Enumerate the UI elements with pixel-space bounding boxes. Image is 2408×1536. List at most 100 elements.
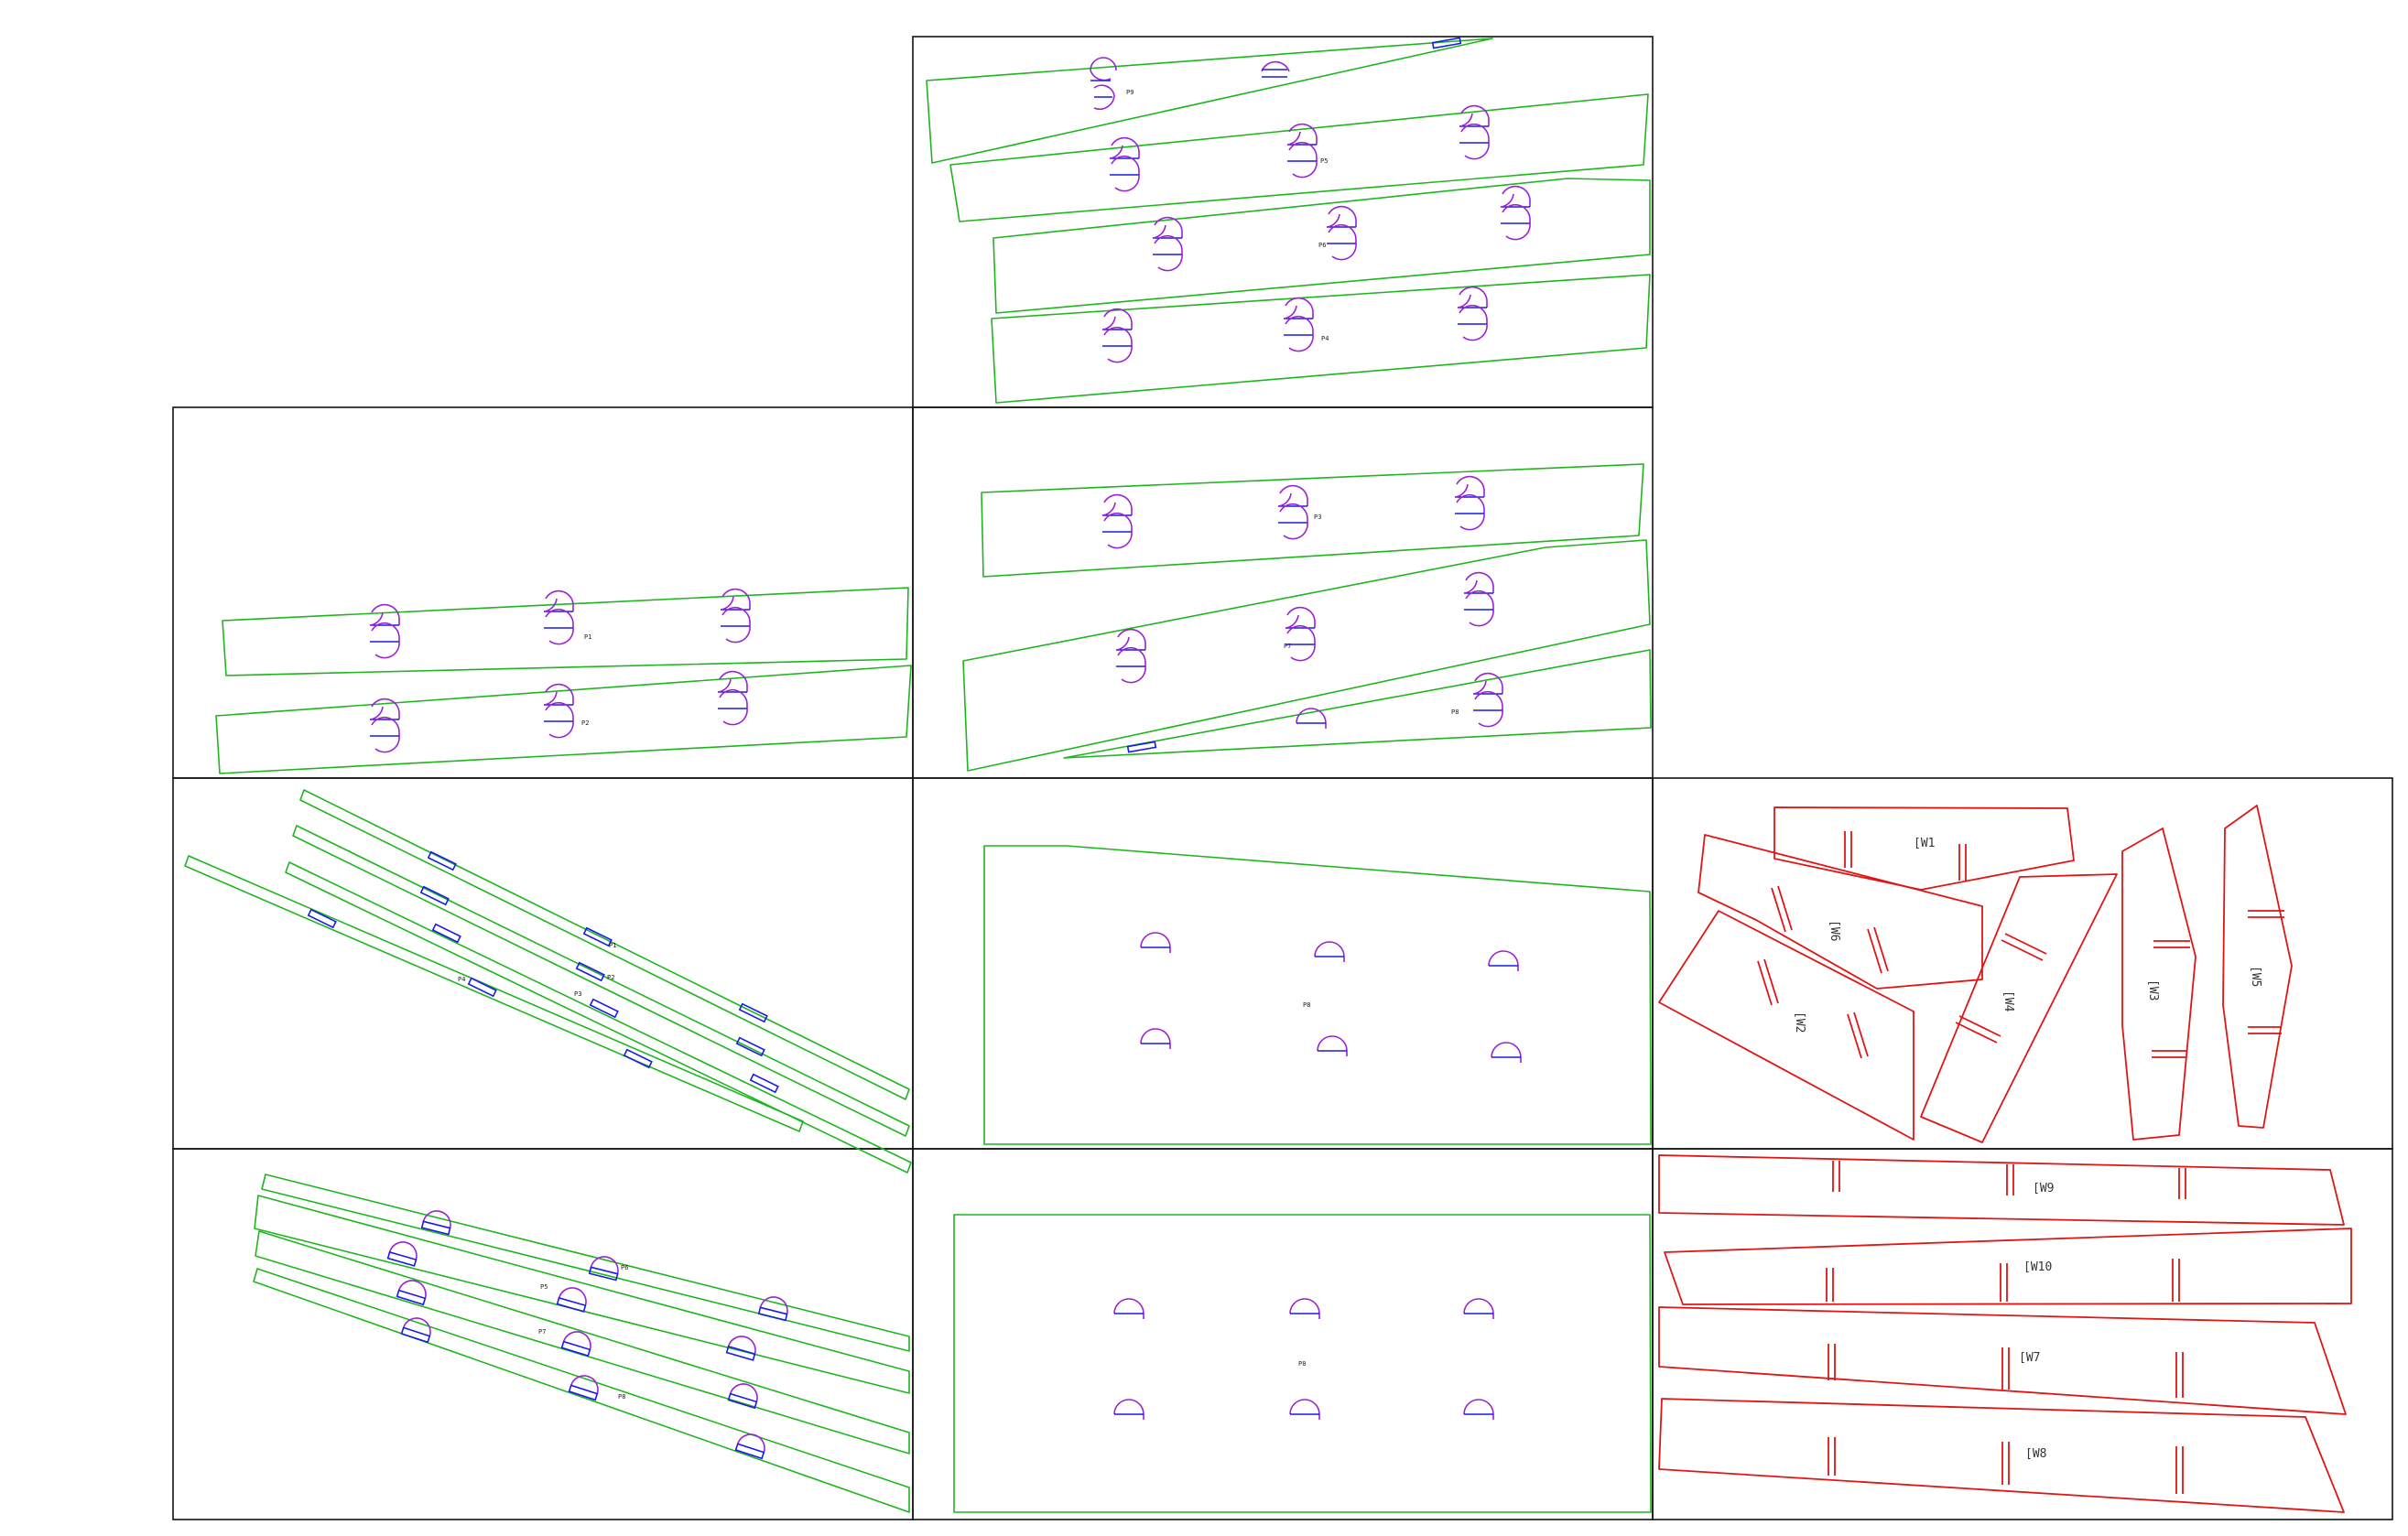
slot-tab	[1431, 37, 1462, 49]
part-label: P5	[1320, 157, 1328, 165]
part-label: P8	[1451, 709, 1459, 716]
hinge-mark	[1454, 475, 1485, 531]
hinge-mark	[369, 698, 400, 753]
rib-part	[1658, 1398, 2345, 1513]
hinge-mark	[720, 588, 751, 644]
slot-tab	[582, 926, 613, 947]
cell-row4-left: P6 P5 P7 P8	[253, 1174, 910, 1513]
rib-part	[2222, 805, 2293, 1129]
strip-part	[184, 855, 804, 1132]
hinge-mark	[734, 1433, 765, 1460]
part-label: P9	[1126, 89, 1133, 96]
rib-label: [W4	[2001, 990, 2015, 1012]
panel-part	[983, 845, 1652, 1145]
hinge-mark	[1463, 571, 1494, 627]
hinge-mark	[1488, 950, 1519, 971]
cell-row3-left: P1 P2 P3 P4	[184, 789, 912, 1174]
slot-tab	[431, 923, 461, 944]
hinge-mark	[386, 1241, 418, 1267]
panel-part	[926, 38, 1493, 164]
panel-part	[992, 178, 1651, 314]
part-label: P1	[609, 942, 616, 949]
part-label: P5	[540, 1283, 548, 1291]
hinge-mark	[556, 1287, 587, 1313]
hinge-mark	[717, 670, 748, 726]
slot-tab	[623, 1048, 653, 1069]
hinge-mark	[568, 1375, 599, 1401]
panel-part	[981, 463, 1644, 578]
slot-tab	[589, 998, 619, 1019]
hinge-mark	[1296, 708, 1327, 729]
hinge-mark	[1463, 1298, 1494, 1319]
hinge-mark	[1101, 493, 1133, 549]
rib-part	[1658, 1154, 2345, 1226]
hinge-mark	[725, 1336, 756, 1361]
cell-row3-mid: P8	[983, 845, 1652, 1145]
part-label: P3	[1314, 514, 1321, 521]
hinge-mark	[1459, 104, 1490, 160]
part-label: P8	[618, 1393, 625, 1401]
cell-frame-row2-mid	[912, 406, 1654, 779]
panel-part	[222, 587, 909, 676]
part-label: P4	[1321, 335, 1329, 342]
slot-tab	[735, 1036, 765, 1057]
hinge-mark	[543, 590, 574, 645]
slot-tab	[738, 1002, 768, 1023]
hinge-mark	[1261, 60, 1290, 78]
panel-part	[962, 539, 1651, 772]
hinge-mark	[1140, 932, 1171, 953]
hinge-mark	[1109, 136, 1140, 192]
hinge-mark	[400, 1317, 431, 1344]
cell-frame-row3-left	[172, 777, 914, 1150]
strip-part	[299, 789, 910, 1100]
hinge-mark	[1115, 628, 1146, 684]
strip-part	[261, 1174, 910, 1352]
hinge-mark	[420, 1210, 451, 1236]
hinge-mark	[1463, 1399, 1494, 1420]
part-label: P3	[574, 990, 581, 998]
strip-part	[285, 861, 912, 1174]
rib-label: [W2	[1793, 1011, 1806, 1033]
hinge-mark	[757, 1296, 788, 1322]
hinge-mark	[588, 1256, 619, 1282]
rib-part	[1658, 1306, 2347, 1415]
hinge-marks-layer	[369, 104, 1531, 1460]
part-label: P2	[607, 974, 614, 981]
panel-part	[215, 665, 912, 774]
cell-row2-mid: P3 P7 P8	[962, 463, 1652, 772]
hinge-mark	[1283, 297, 1314, 352]
hinge-mark	[1101, 308, 1133, 363]
hinge-mark	[1457, 286, 1488, 341]
cell-frame-row3-right	[1652, 777, 2393, 1150]
part-label: P7	[538, 1328, 546, 1336]
cell-top: P9 P5 P6 P4	[926, 37, 1651, 404]
slot-tab	[307, 908, 337, 929]
part-label: P2	[581, 719, 589, 727]
hinge-mark	[369, 603, 400, 659]
hinge-mark	[543, 683, 574, 739]
panel-part	[1063, 649, 1652, 759]
hinge-mark	[1285, 606, 1316, 662]
rib-label: [W6	[1828, 920, 1841, 941]
rib-label: [W10	[2023, 1260, 2052, 1274]
slot-tab	[749, 1073, 779, 1094]
cell-row2-left: P1 P2	[215, 587, 912, 774]
hinge-mark	[1326, 205, 1357, 261]
hinge-mark	[1317, 1035, 1348, 1056]
rib-label: [W5	[2249, 966, 2262, 987]
cell-frame-row3-mid	[912, 777, 1654, 1150]
rib-part	[1698, 834, 1983, 990]
part-label: P6	[621, 1264, 628, 1271]
rib-label: [W7	[2019, 1351, 2040, 1365]
cell-row3-right: [W1 [W6 [W2 [W4 [W3 [W5	[1658, 805, 2293, 1143]
rib-label: [W9	[2033, 1182, 2054, 1195]
strip-part	[254, 1195, 910, 1394]
hinge-mark	[396, 1280, 427, 1306]
hinge-mark	[1277, 484, 1308, 540]
part-label: P8	[1303, 1001, 1310, 1009]
strip-part	[253, 1268, 910, 1513]
strip-part	[292, 825, 910, 1137]
hinge-mark	[1289, 1399, 1320, 1420]
hinge-mark	[1113, 1399, 1144, 1420]
